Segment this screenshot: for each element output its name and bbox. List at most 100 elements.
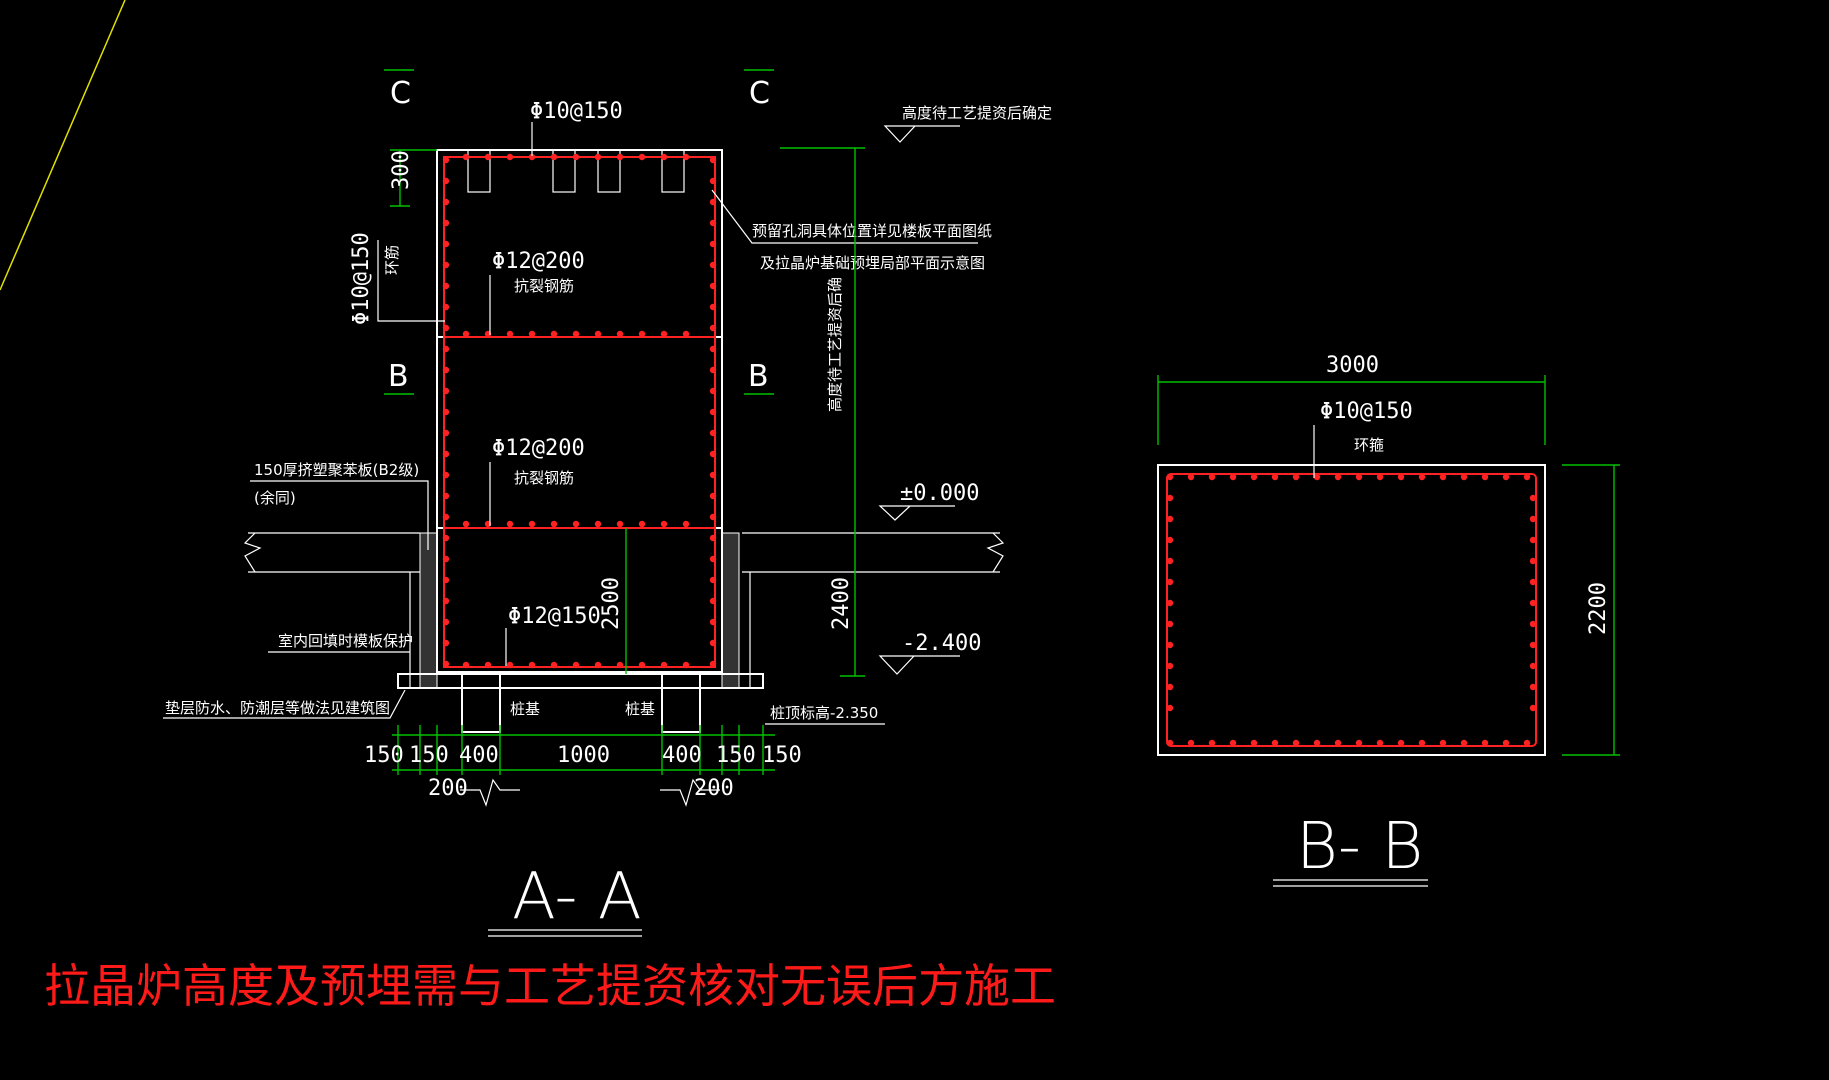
note-backfill: 室内回填时模板保护 bbox=[278, 632, 413, 650]
rebar-dots-bb bbox=[1166, 473, 1537, 747]
rebar-dot bbox=[442, 240, 450, 248]
svg-text:B: B bbox=[748, 359, 769, 394]
rebar-dot bbox=[442, 660, 450, 668]
rebar-dot bbox=[709, 366, 717, 374]
rebar-dot bbox=[1250, 739, 1258, 747]
construction-note: 拉晶炉高度及预埋需与工艺提资核对无误后方施工 bbox=[44, 959, 1056, 1013]
rebar-dot bbox=[709, 282, 717, 290]
dim-bottom-4: 1000 bbox=[557, 743, 610, 768]
section-aa-title: A- A bbox=[512, 860, 642, 934]
insulation-right bbox=[721, 532, 740, 689]
rebar-dot bbox=[1166, 662, 1174, 670]
bb-outline bbox=[1157, 464, 1546, 756]
rebar-dot bbox=[528, 661, 536, 669]
rebar-dot bbox=[709, 492, 717, 500]
rebar-dot bbox=[442, 366, 450, 374]
dim-bottom-3: 400 bbox=[459, 743, 499, 768]
rebar-dot bbox=[1523, 473, 1531, 481]
rebar-dot bbox=[1208, 739, 1216, 747]
rebar-dot bbox=[1313, 473, 1321, 481]
rebar-dot bbox=[550, 661, 558, 669]
pile-left bbox=[461, 671, 501, 733]
dim-top-depth: 300 bbox=[389, 150, 414, 190]
elevation-top: ±0.000 bbox=[878, 481, 979, 521]
rebar-dot bbox=[462, 520, 470, 528]
rebar-dot bbox=[709, 261, 717, 269]
dim-lower-1: 200 bbox=[428, 776, 468, 801]
rebar-dot bbox=[616, 153, 624, 161]
section-aa: C C B B Φ10@150 Φ10@150 环筋 Φ12@200 抗裂钢筋 … bbox=[163, 69, 1052, 937]
rebar-dot bbox=[1166, 704, 1174, 712]
rebar-dot bbox=[1376, 473, 1384, 481]
rebar-dot bbox=[528, 520, 536, 528]
rebar-dot bbox=[1418, 739, 1426, 747]
rebar-dot bbox=[1292, 739, 1300, 747]
rebar-dot bbox=[682, 330, 690, 338]
rebar-dot bbox=[709, 471, 717, 479]
note-reserved-hole-1: 预留孔洞具体位置详见楼板平面图纸 bbox=[752, 222, 992, 240]
rebar-label-top: Φ10@150 bbox=[530, 99, 623, 124]
section-mark-b-left: B bbox=[384, 359, 414, 395]
rebar-dot bbox=[442, 471, 450, 479]
note-vertical-height: 高度待工艺提资后确 bbox=[826, 277, 844, 412]
rebar-dot bbox=[660, 661, 668, 669]
rebar-dot bbox=[1529, 494, 1537, 502]
rebar-dot bbox=[1529, 683, 1537, 691]
dim-bottom-1: 150 bbox=[364, 743, 404, 768]
rebar-dot bbox=[1502, 473, 1510, 481]
rebar-dot bbox=[594, 330, 602, 338]
rebar-tag-side: 环筋 bbox=[383, 245, 401, 275]
rebar-dot bbox=[528, 153, 536, 161]
rebar-dot bbox=[1529, 599, 1537, 607]
rebar-dot bbox=[709, 303, 717, 311]
rebar-dot bbox=[462, 153, 470, 161]
rebar-dot bbox=[442, 618, 450, 626]
elevation-bottom: -2.400 bbox=[878, 631, 981, 675]
rebar-dot bbox=[1271, 473, 1279, 481]
rebar-dot bbox=[682, 153, 690, 161]
rebar-dot bbox=[1397, 739, 1405, 747]
rebar-dot bbox=[1355, 739, 1363, 747]
rebar-dot bbox=[1334, 739, 1342, 747]
rebar-dot bbox=[638, 520, 646, 528]
rebar-dot bbox=[1529, 662, 1537, 670]
svg-text:-2.400: -2.400 bbox=[902, 631, 981, 656]
rebar-dot bbox=[572, 330, 580, 338]
rebar-dot bbox=[442, 576, 450, 584]
dim-bottom-6: 150 bbox=[716, 743, 756, 768]
rebar-dot bbox=[682, 520, 690, 528]
rebar-dot bbox=[709, 156, 717, 164]
rebar-dot bbox=[709, 177, 717, 185]
rebar-dot bbox=[709, 513, 717, 521]
rebar-dot bbox=[572, 661, 580, 669]
rebar-dot bbox=[484, 661, 492, 669]
rebar-dot bbox=[1529, 620, 1537, 628]
rebar-dot bbox=[682, 661, 690, 669]
rebar-dot bbox=[660, 520, 668, 528]
ground-slab-right bbox=[742, 532, 1005, 688]
rebar-dot bbox=[709, 219, 717, 227]
rebar-dot bbox=[1460, 739, 1468, 747]
svg-text:±0.000: ±0.000 bbox=[900, 481, 979, 506]
rebar-dot bbox=[506, 153, 514, 161]
rebar-dot bbox=[442, 639, 450, 647]
rebar-dot bbox=[638, 330, 646, 338]
rebar-dot bbox=[442, 387, 450, 395]
rebar-dot bbox=[1166, 473, 1174, 481]
rebar-dot bbox=[1313, 739, 1321, 747]
bb-height: 2200 bbox=[1586, 582, 1611, 635]
rebar-dot bbox=[442, 555, 450, 563]
rebar-dot bbox=[616, 661, 624, 669]
rebar-dot bbox=[709, 555, 717, 563]
rebar-dot bbox=[1502, 739, 1510, 747]
rebar-dot bbox=[462, 330, 470, 338]
rebar-dot bbox=[1166, 557, 1174, 565]
note-pile-base-1: 桩基 bbox=[510, 700, 540, 718]
rebar-dot bbox=[1166, 739, 1174, 747]
rebar-dot bbox=[442, 177, 450, 185]
rebar-dot bbox=[709, 597, 717, 605]
rebar-dot bbox=[1439, 473, 1447, 481]
rebar-dot bbox=[442, 450, 450, 458]
rebar-dot bbox=[1523, 739, 1531, 747]
